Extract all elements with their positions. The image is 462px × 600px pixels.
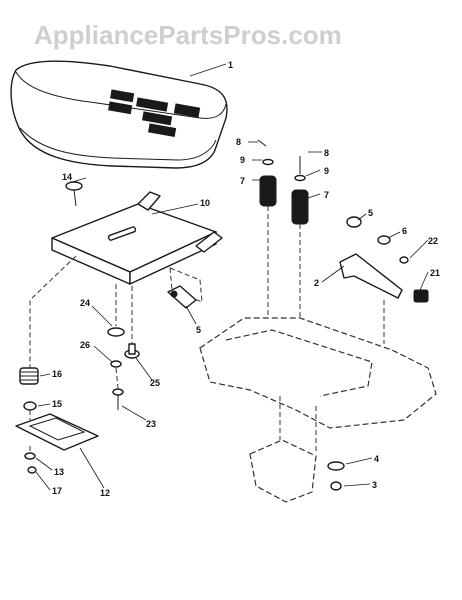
- seat-knob-part: [65, 181, 83, 207]
- callout-23: 23: [146, 419, 156, 429]
- bracket-part: [339, 216, 429, 344]
- callout-26: 26: [80, 340, 90, 350]
- callout-15: 15: [52, 399, 62, 409]
- seat-pan-part: [51, 191, 223, 303]
- callout-7a: 7: [240, 176, 245, 186]
- callout-24: 24: [80, 298, 90, 308]
- callout-4: 4: [374, 454, 379, 464]
- callout-6: 6: [402, 226, 407, 236]
- callout-16: 16: [52, 369, 62, 379]
- callout-1: 1: [228, 60, 233, 70]
- fender-frame-part: [199, 317, 437, 503]
- callout-25: 25: [150, 378, 160, 388]
- seat-part: [10, 60, 228, 169]
- seat-switch-part: [167, 285, 197, 309]
- callout-7b: 7: [324, 190, 329, 200]
- callout-9a: 9: [240, 155, 245, 165]
- callout-3: 3: [372, 480, 377, 490]
- seat-hardware-left: [15, 255, 140, 474]
- frame-hardware: [327, 461, 345, 491]
- leader-lines: [35, 63, 429, 491]
- callout-14: 14: [62, 172, 72, 182]
- callout-22: 22: [428, 236, 438, 246]
- callout-2: 2: [314, 278, 319, 288]
- watermark: AppliancePartsPros.com: [34, 20, 342, 50]
- callout-17: 17: [52, 486, 62, 496]
- callout-5a: 5: [368, 208, 373, 218]
- callout-8a: 8: [236, 137, 241, 147]
- callout-labels: 1 8 9 7 8 9 7 10 14 5 6 22 21 2 5 24 26 …: [52, 60, 440, 498]
- callout-9b: 9: [324, 166, 329, 176]
- callout-5b: 5: [196, 325, 201, 335]
- callout-13: 13: [54, 467, 64, 477]
- callout-10: 10: [200, 198, 210, 208]
- callout-21: 21: [430, 268, 440, 278]
- callout-8b: 8: [324, 148, 329, 158]
- callout-12: 12: [100, 488, 110, 498]
